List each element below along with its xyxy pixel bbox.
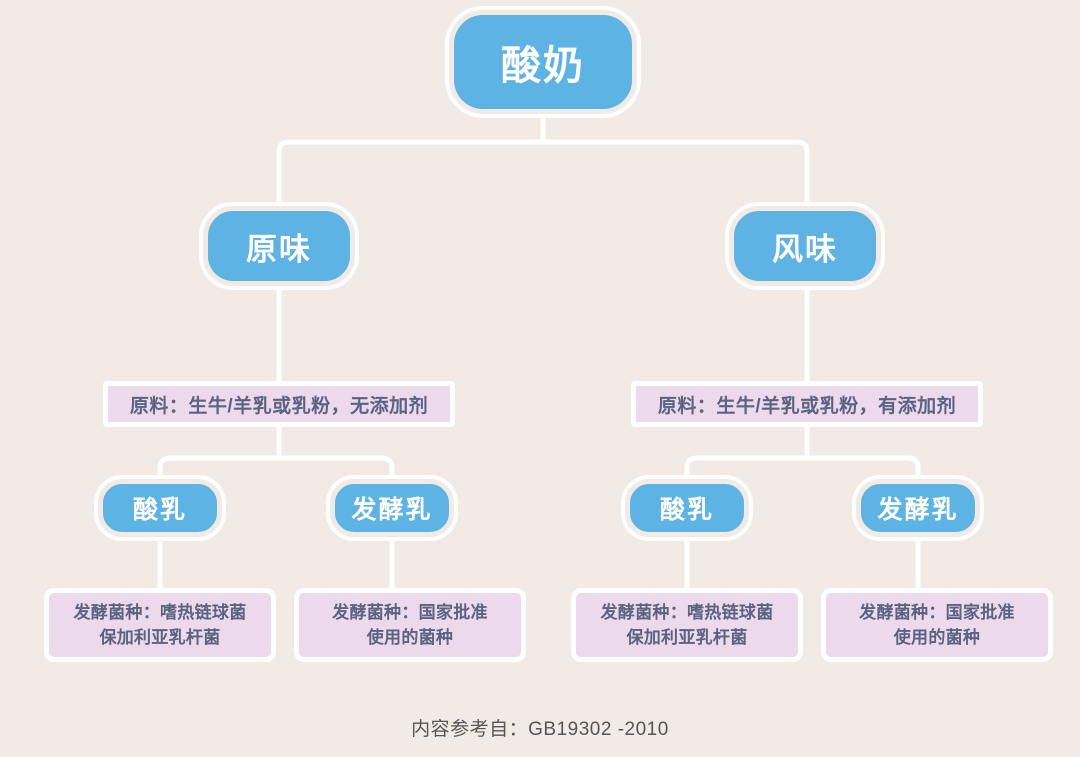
node-branch-flavored[interactable]: 风味 [729,206,881,286]
node-original-fajiaoru[interactable]: 发酵乳 [330,479,454,537]
info-culture-original-fajiaoru: 发酵菌种：国家批准 使用的菌种 [294,588,526,662]
info-culture-original-suanru: 发酵菌种：嗜热链球菌 保加利亚乳杆菌 [44,588,276,662]
node-original-suanru[interactable]: 酸乳 [98,479,222,537]
source-note: 内容参考自：GB19302 -2010 [411,719,669,740]
culture-line-2: 使用的菌种 [366,628,454,647]
culture-line-2: 保加利亚乳杆菌 [99,628,221,647]
node-flavored-suanru[interactable]: 酸乳 [625,479,749,537]
info-ingredient-flavored: 原料：生牛/羊乳或乳粉，有添加剂 [631,381,983,427]
info-culture-flavored-suanru: 发酵菌种：嗜热链球菌 保加利亚乳杆菌 [571,588,803,662]
connector-original-split [157,455,395,482]
info-culture-flavored-fajiaoru: 发酵菌种：国家批准 使用的菌种 [821,588,1053,662]
culture-line-2: 保加利亚乳杆菌 [626,628,748,647]
culture-line-2: 使用的菌种 [893,628,981,647]
connector-root-split [276,139,810,209]
connector-flavored-split [684,455,921,482]
info-ingredient-original: 原料：生牛/羊乳或乳粉，无添加剂 [103,381,455,427]
node-root-yogurt[interactable]: 酸奶 [449,10,637,114]
culture-line-1: 发酵菌种：国家批准 [859,602,1015,622]
node-branch-original[interactable]: 原味 [203,206,355,286]
culture-line-1: 发酵菌种：嗜热链球菌 [600,602,774,622]
culture-line-1: 发酵菌种：国家批准 [332,602,488,622]
node-flavored-fajiaoru[interactable]: 发酵乳 [856,479,980,537]
culture-line-1: 发酵菌种：嗜热链球菌 [73,602,247,622]
